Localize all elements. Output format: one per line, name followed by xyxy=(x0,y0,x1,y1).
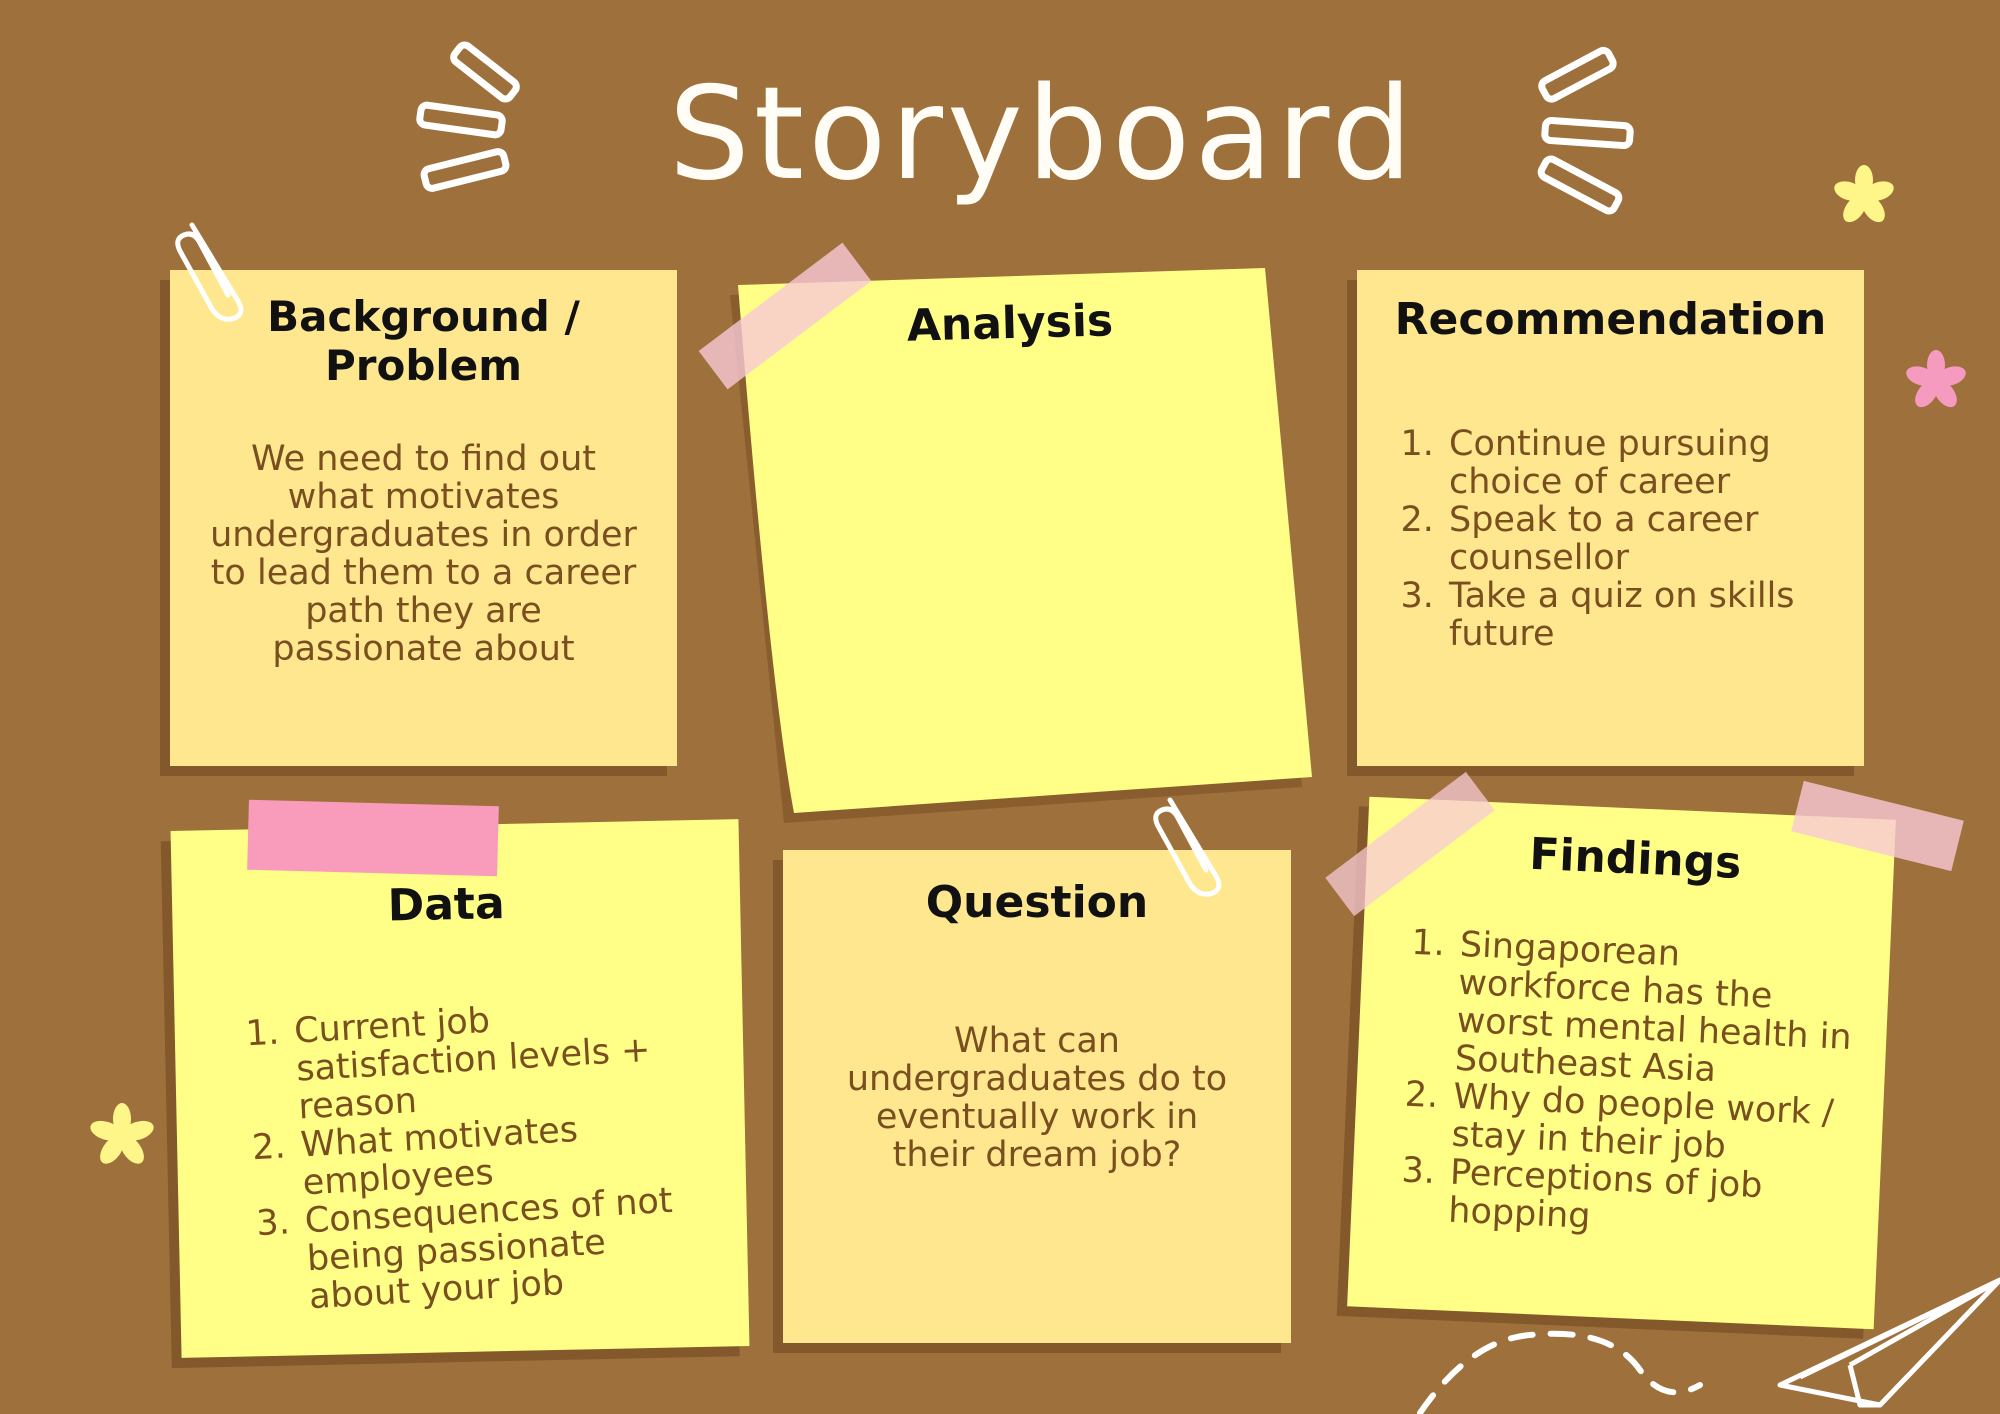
note-question: Question What can undergraduates do to e… xyxy=(783,850,1291,1343)
paperclip-icon xyxy=(175,222,244,322)
list-item: Current job satisfaction levels + reason xyxy=(289,991,693,1128)
note-body-list: Current job satisfaction levels + reason… xyxy=(251,991,703,1319)
paperclip-icon xyxy=(1153,797,1222,897)
note-analysis-paper xyxy=(730,268,1312,823)
note-data: Data Current job satisfaction levels + r… xyxy=(170,819,750,1358)
note-body: We need to find out what motivates under… xyxy=(210,439,637,669)
list-item: Take a quiz on skills future xyxy=(1445,577,1824,653)
list-item: Singaporean workforce has the worst ment… xyxy=(1450,925,1860,1095)
note-heading: Question xyxy=(925,877,1149,928)
tape xyxy=(698,242,872,390)
note-body-list: Continue pursuing choice of career Speak… xyxy=(1407,425,1824,653)
flower-icon xyxy=(1906,350,1966,408)
flower-icon xyxy=(90,1103,154,1164)
note-heading: Data xyxy=(387,878,506,932)
paper-plane-icon xyxy=(1417,1277,2000,1414)
sparkle-lines-icon xyxy=(1537,46,1634,215)
list-item: Consequences of not being passionate abo… xyxy=(300,1180,704,1317)
flower-icon xyxy=(1834,165,1894,223)
note-body-list: Singaporean workforce has the worst ment… xyxy=(1406,924,1861,1247)
note-body: What can undergraduates do to eventually… xyxy=(846,1021,1228,1175)
list-item: Continue pursuing choice of career xyxy=(1445,425,1824,501)
note-heading: Background / Problem xyxy=(267,292,580,390)
note-background-problem: Background / Problem We need to find out… xyxy=(170,270,677,766)
tape xyxy=(1325,771,1495,917)
list-item: Speak to a career counsellor xyxy=(1445,501,1824,577)
note-heading: Recommendation xyxy=(1394,294,1827,345)
page-title: Storyboard xyxy=(668,60,1417,209)
tape xyxy=(247,799,499,877)
sparkle-lines-icon xyxy=(416,41,520,192)
note-recommendation: Recommendation Continue pursuing choice … xyxy=(1357,270,1864,766)
list-item: Perceptions of job hopping xyxy=(1444,1153,1851,1247)
